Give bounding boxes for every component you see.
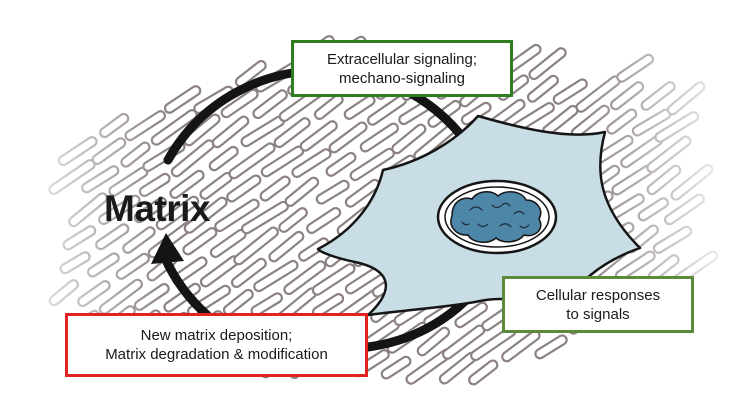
matrix-fiber-30 [208,145,239,172]
matrix-fiber-5 [163,85,202,114]
matrix-fiber-212 [534,334,568,360]
matrix-fiber-84 [391,123,427,155]
extracellular-signaling-box: Extracellular signaling; mechano-signali… [291,40,513,97]
matrix-fiber-29 [169,169,205,199]
matrix-fiber-36 [86,252,120,278]
matrix-fiber-6 [81,165,120,194]
matrix-fiber-78 [163,282,201,313]
matrix-fiber-4 [124,110,167,142]
matrix-fiber-102 [298,237,330,262]
matrix-fiber-18 [62,225,97,251]
matrix-fiber-40 [228,142,276,180]
matrix-fiber-14 [183,113,221,147]
matrix-fiber-71 [284,176,320,207]
matrix-fiber-7 [120,141,151,168]
matrix-fiber-19 [98,194,141,226]
matrix-fiber-72 [325,151,357,177]
matrix-fiber-15 [220,88,259,119]
matrix-fiber-37 [122,226,156,254]
matrix-fiber-45 [77,280,111,308]
matrix-fiber-211 [652,225,693,254]
matrix-fiber-185 [454,301,488,329]
matrix-fiber-206 [468,359,499,386]
matrix-fiber-118 [552,78,588,105]
arrow-matrix-return [160,253,212,320]
matrix-fiber-49 [226,174,262,203]
matrix-fiber-23 [252,89,288,120]
matrix-fiber-182 [646,135,692,174]
matrix-fiber-80 [233,226,279,266]
matrix-fiber-163 [666,81,706,116]
matrix-fiber-20 [138,172,171,198]
nucleus-chromatin [450,191,542,243]
matrix-fiber-48 [183,196,228,234]
matrix-fiber-51 [299,120,338,152]
matrix-fiber-28 [133,196,168,224]
new-matrix-line2: Matrix degradation & modification [105,346,328,363]
cellular-responses-box: Cellular responses to signals [502,276,694,333]
matrix-fiber-205 [663,193,706,226]
matrix-fiber-52 [343,94,376,120]
matrix-fiber-67 [133,283,170,311]
matrix-fiber-60 [259,175,291,202]
matrix-fiber-198 [670,163,714,201]
matrix-fiber-98 [528,47,567,81]
cellular-responses-line2: to signals [566,305,630,323]
extracellular-signaling-line1: Extracellular signaling; [326,50,478,68]
matrix-fiber-100 [222,288,254,316]
new-matrix-deposition-box: New matrix deposition; Matrix degradatio… [65,313,368,377]
matrix-fiber-10 [234,60,267,88]
new-matrix-line1: New matrix deposition; [140,327,293,344]
matrix-fiber-197 [637,197,669,222]
matrix-fiber-130 [616,53,655,83]
matrix-fiber-59 [214,198,260,233]
matrix-label: Matrix [104,188,210,229]
matrix-fiber-190 [646,164,682,196]
matrix-fiber-26 [59,251,91,275]
chromatin-squiggles [461,202,530,229]
matrix-fiber-151 [606,108,638,135]
matrix-fiber-0 [57,135,98,167]
matrix-fiber-183 [380,355,412,380]
matrix-fiber-61 [291,148,332,178]
matrix-fiber-82 [315,179,350,205]
matrix-fiber-108 [526,74,559,103]
matrix-fiber-111 [283,260,327,296]
arrowhead-matrix [151,233,184,264]
matrix-fiber-56 [98,278,143,315]
matrix-fiber-173 [654,111,700,143]
matrix-fiber-46 [115,252,150,280]
matrix-fiber-41 [273,117,311,149]
matrix-fiber-35 [48,279,80,307]
matrix-fiber-73 [359,122,399,153]
matrix-fiber-62 [328,121,368,154]
matrix-fiber-81 [278,207,308,233]
matrix-fiber-38 [155,195,200,231]
matrix-fiber-3 [91,137,127,166]
matrix-fiber-141 [610,81,645,111]
matrix-fiber-22 [211,115,250,149]
matrix-fiber-184 [416,326,451,357]
matrix-fiber-27 [95,223,130,251]
nucleus-inner-ring [444,186,550,248]
matrix-fiber-90 [230,257,267,289]
matrix-fiber-152 [640,81,676,111]
matrix-fiber-91 [268,230,305,263]
matrix-fiber-11 [68,192,109,228]
matrix-fiber-122 [311,263,356,296]
matrix-fiber-92 [306,206,342,234]
matrix-fiber-1 [99,112,130,139]
extracellular-signaling-line2: mechano-signaling [339,69,465,87]
cellular-responses-line1: Cellular responses [535,286,661,304]
matrix-fiber-101 [253,259,299,293]
